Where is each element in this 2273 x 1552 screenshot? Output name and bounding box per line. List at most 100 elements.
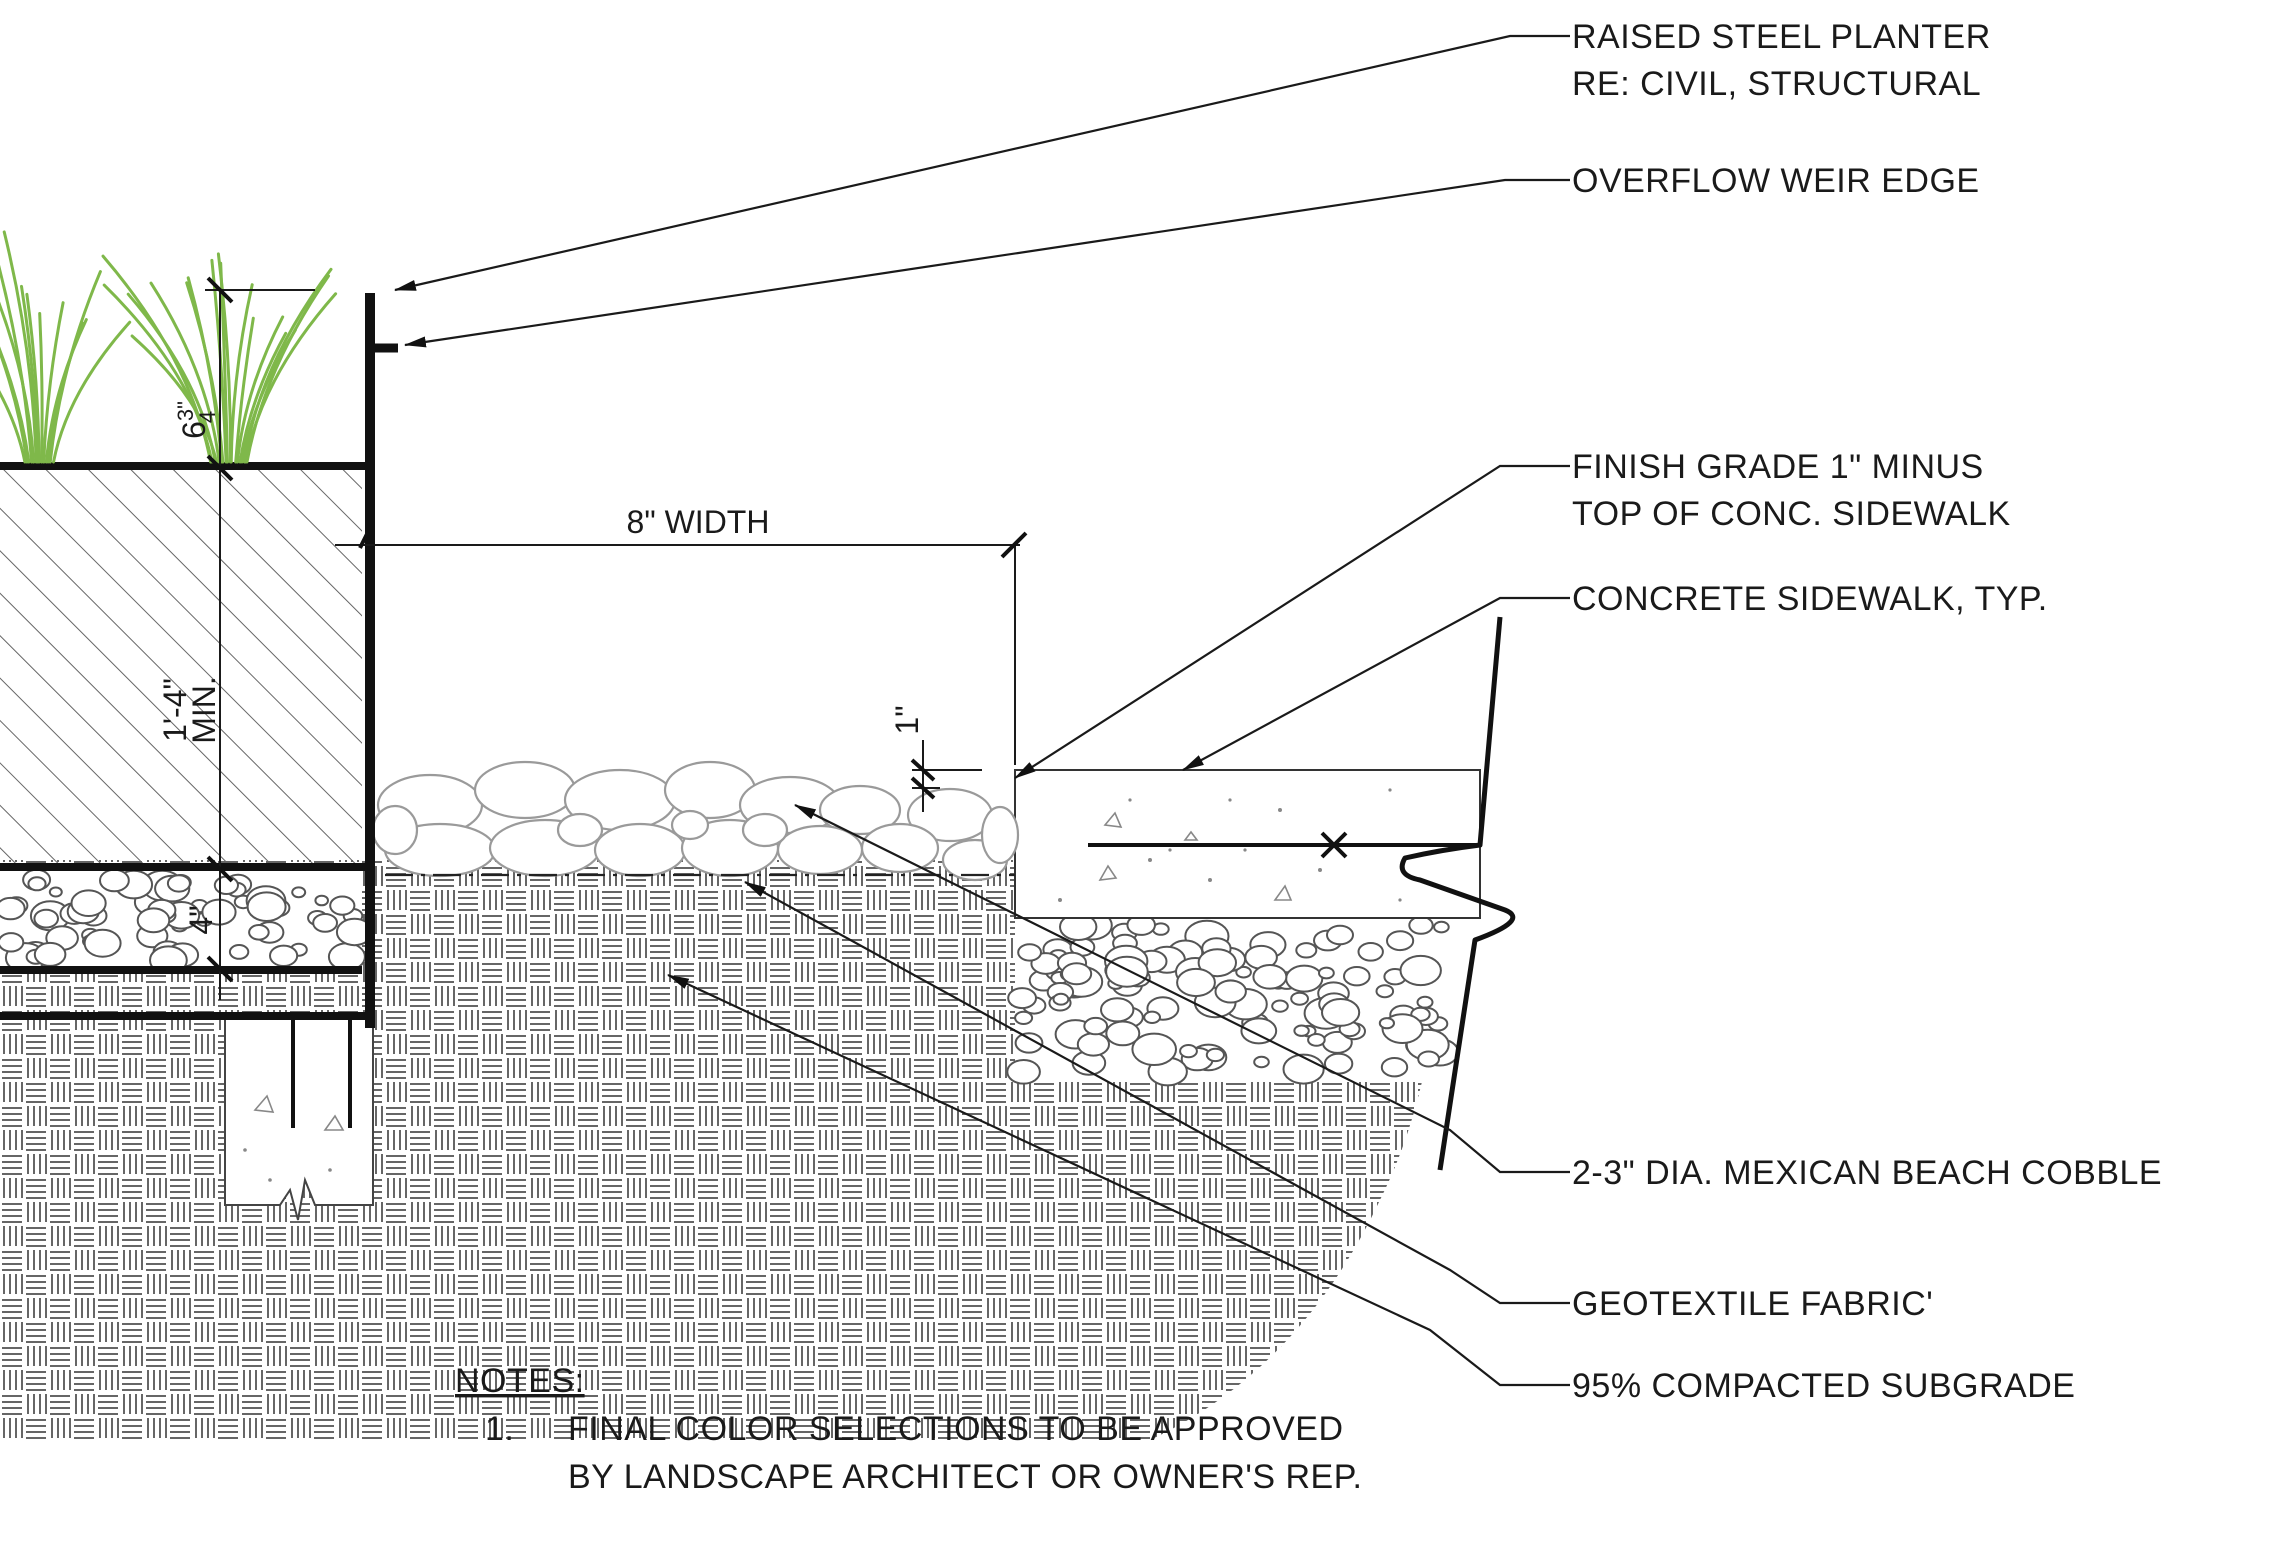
dimension-planter-depth-label: 1'-4" — [157, 678, 193, 742]
gravel-stone — [1007, 987, 1037, 1010]
planter-footing — [224, 1015, 374, 1221]
planter-soil — [0, 466, 362, 866]
grass-blade — [234, 316, 255, 464]
gravel-stone — [1253, 1055, 1270, 1069]
dimension-grade-drop: 1" — [889, 705, 982, 812]
edge-restraint — [1399, 616, 1516, 1171]
gravel-stone — [1235, 965, 1252, 979]
dimension-grade-drop-label: 1" — [889, 705, 925, 734]
svg-text:63"4: 63" 4 — [173, 401, 220, 439]
note-1-number: 1. — [485, 1410, 514, 1448]
cobble-stone — [371, 804, 419, 856]
grass-blade — [242, 267, 333, 464]
concrete-sidewalk — [1014, 769, 1481, 919]
grass-blade — [38, 312, 44, 464]
freeboard-inch-mark: " — [173, 401, 198, 409]
gravel-stone — [1282, 1053, 1325, 1085]
gravel-stone — [27, 876, 47, 892]
grass-blade — [102, 283, 214, 464]
freeboard-numerator: 3 — [173, 409, 198, 421]
gravel-stone — [1076, 1032, 1111, 1057]
freeboard-whole: 6 — [176, 421, 212, 439]
gravel-stone — [1326, 924, 1354, 946]
gravel-stone — [33, 908, 60, 929]
gravel-stone — [1417, 1050, 1440, 1068]
gravel-stone — [1433, 920, 1450, 934]
grass-blade — [0, 346, 31, 464]
gravel-stone — [312, 913, 339, 933]
callout-cobble: 2-3" DIA. MEXICAN BEACH COBBLE — [1572, 1154, 2162, 1192]
gravel-stone — [1197, 948, 1238, 978]
grass-blade — [0, 301, 36, 464]
gravel-stone — [1240, 1017, 1278, 1045]
grass-blade — [149, 281, 221, 464]
note-1-line1: FINAL COLOR SELECTIONS TO BE APPROVED — [568, 1410, 1344, 1448]
gravel-stone — [1378, 1017, 1396, 1030]
gravel-stone — [1252, 964, 1288, 990]
ornamental-grass-plants — [0, 230, 338, 464]
gravel-stone — [329, 895, 356, 916]
gravel-stone — [291, 886, 307, 899]
gravel-stone — [213, 875, 239, 895]
callout-concrete-sidewalk: CONCRETE SIDEWALK, TYP. — [1572, 580, 2048, 618]
notes-block: NOTES: 1. FINAL COLOR SELECTIONS TO BE A… — [455, 1362, 1362, 1496]
grass-blade — [25, 292, 41, 464]
grass-blade — [0, 264, 34, 464]
grass-blade — [2, 230, 38, 464]
gravel-stone — [33, 941, 67, 967]
gravel-stone — [248, 924, 270, 941]
callout-geotextile: GEOTEXTILE FABRIC' — [1572, 1285, 1933, 1323]
gravel-stone — [99, 868, 130, 893]
gravel-stone — [1179, 1044, 1198, 1059]
callout-raised-steel-planter: RAISED STEEL PLANTER — [1572, 18, 1991, 56]
gravel-stone — [1100, 997, 1135, 1023]
grass-blade — [52, 320, 132, 464]
gravel-stone — [1143, 1010, 1161, 1024]
gravel-stone — [83, 928, 122, 958]
gravel-stone — [1293, 1024, 1310, 1037]
cobble-stone — [980, 805, 1020, 865]
gravel-stone — [136, 907, 171, 934]
gravel-stone — [1357, 942, 1384, 962]
cobble-stone — [556, 812, 604, 848]
gravel-stone — [1014, 1010, 1034, 1026]
dimension-width-label: 8" WIDTH — [627, 504, 770, 540]
gravel-stone — [48, 886, 63, 898]
planter-drain-gravel — [0, 868, 374, 976]
gravel-stone — [269, 944, 299, 967]
gravel-stone — [70, 889, 107, 918]
gravel-stone — [1017, 943, 1042, 962]
leader-lines — [393, 34, 1570, 1387]
gravel-stone — [1214, 979, 1247, 1004]
callout-finish-grade-line2: TOP OF CONC. SIDEWALK — [1572, 495, 2011, 533]
grass-blade — [238, 331, 288, 464]
dimension-gravel-depth: 4" — [183, 905, 219, 934]
dimension-gravel-depth-label: 4" — [183, 905, 219, 934]
cobble-stone — [741, 812, 789, 848]
gravel-stone — [1271, 999, 1289, 1013]
gravel-stone — [0, 896, 26, 921]
gravel-stone — [1318, 966, 1335, 980]
grass-blade — [229, 283, 254, 464]
freeboard-denominator: 4 — [195, 411, 220, 423]
cobble-stone — [473, 760, 577, 820]
sidewalk-gravel-base — [1006, 910, 1470, 1087]
gravel-stone — [1205, 1047, 1226, 1063]
callout-overflow-weir-edge: OVERFLOW WEIR EDGE — [1572, 162, 1980, 200]
grass-blade — [20, 284, 40, 464]
gravel-stone — [1052, 992, 1070, 1006]
cobble-stone — [593, 822, 687, 878]
gravel-stone — [1083, 1016, 1109, 1036]
notes-heading: NOTES: — [455, 1362, 585, 1400]
gravel-stone — [1343, 966, 1371, 987]
gravel-stone — [1408, 915, 1434, 935]
callout-raised-steel-planter-ref: RE: CIVIL, STRUCTURAL — [1572, 65, 1981, 103]
note-1-line2: BY LANDSCAPE ARCHITECT OR OWNER'S REP. — [568, 1458, 1362, 1496]
gravel-stone — [228, 944, 250, 960]
dimension-planter-depth-note: MIN. — [186, 676, 222, 744]
gravel-stone — [1290, 991, 1309, 1006]
gravel-stone — [1399, 954, 1442, 987]
gravel-stone — [246, 891, 287, 923]
callout-subgrade: 95% COMPACTED SUBGRADE — [1572, 1367, 2075, 1405]
planter-base-strip — [0, 970, 362, 1016]
